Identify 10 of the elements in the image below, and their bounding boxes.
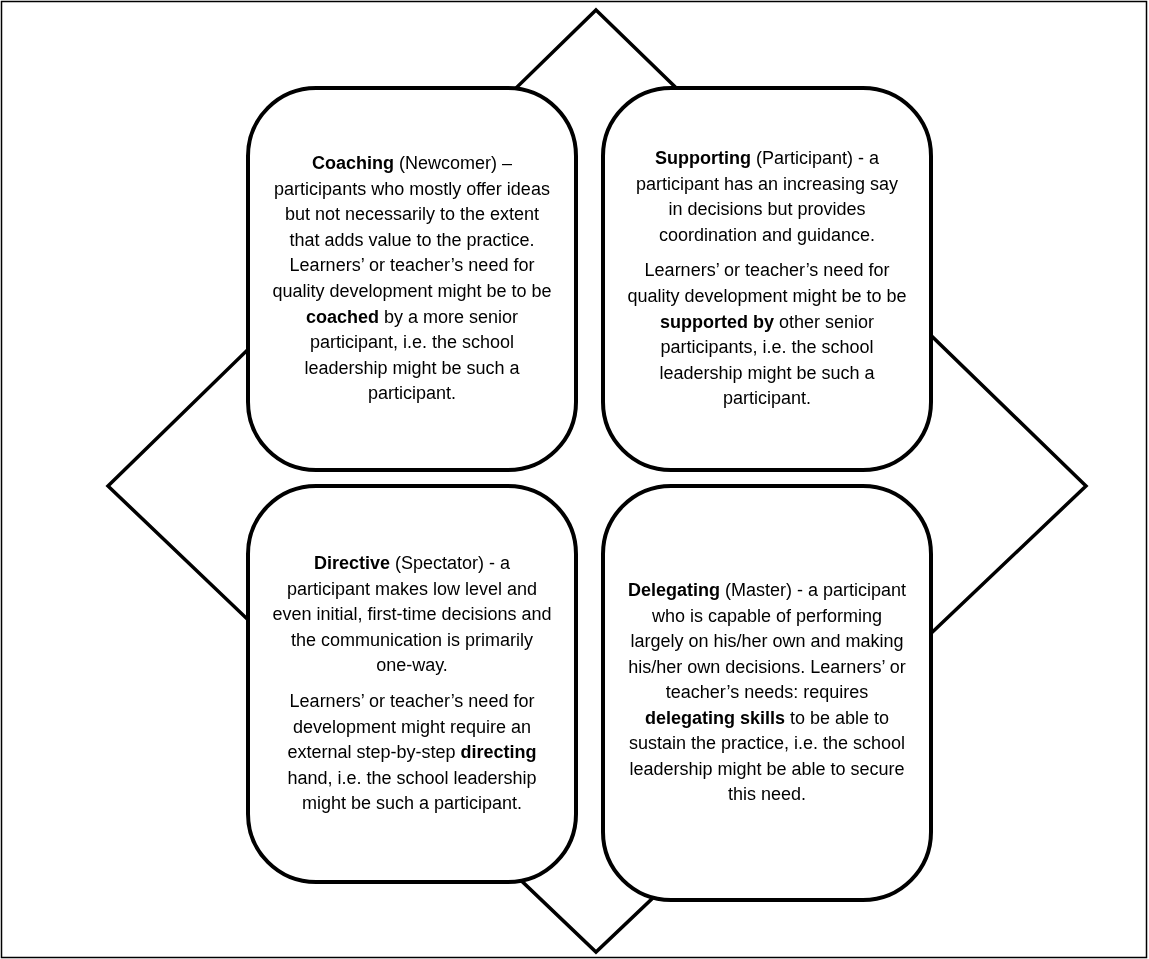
- card-text: Delegating (Master) - a participant who is capable of performing largely on his/her own and making his/her own decisions. Learners’ or teacher’s needs: requires delegating skills to be able to sustain the practice, i.e. the school leadership might be able to secure this need.: [627, 579, 907, 807]
- quadrant-card: [601, 86, 933, 472]
- card-text: Coaching (Newcomer) – participants who mostly offer ideas but not necessarily to the extent that adds value to the practice. Learners’ or teacher’s need for quality development might be to be coached by a more senior participant, i.e. the school leadership might be such a participant.: [272, 152, 552, 406]
- quadrant-card: [601, 484, 933, 902]
- card-text: Directive (Spectator) - a participant makes low level and even initial, first-time decisions and the communication is primarily one-way.: [272, 552, 552, 678]
- quadrant-card: [246, 86, 578, 472]
- card-text: Supporting (Participant) - a participant has an increasing say in decisions but provides coordination and guidance.: [634, 147, 900, 247]
- card-text: Learners’ or teacher’s need for quality development might be to be supported by other senior participants, i.e. the school leadership might be such a participant.: [627, 259, 907, 411]
- quadrant-card: [246, 484, 578, 884]
- card-text: Learners’ or teacher’s need for development might require an external step-by-step directing hand, i.e. the school leadership might be such a participant.: [286, 690, 538, 816]
